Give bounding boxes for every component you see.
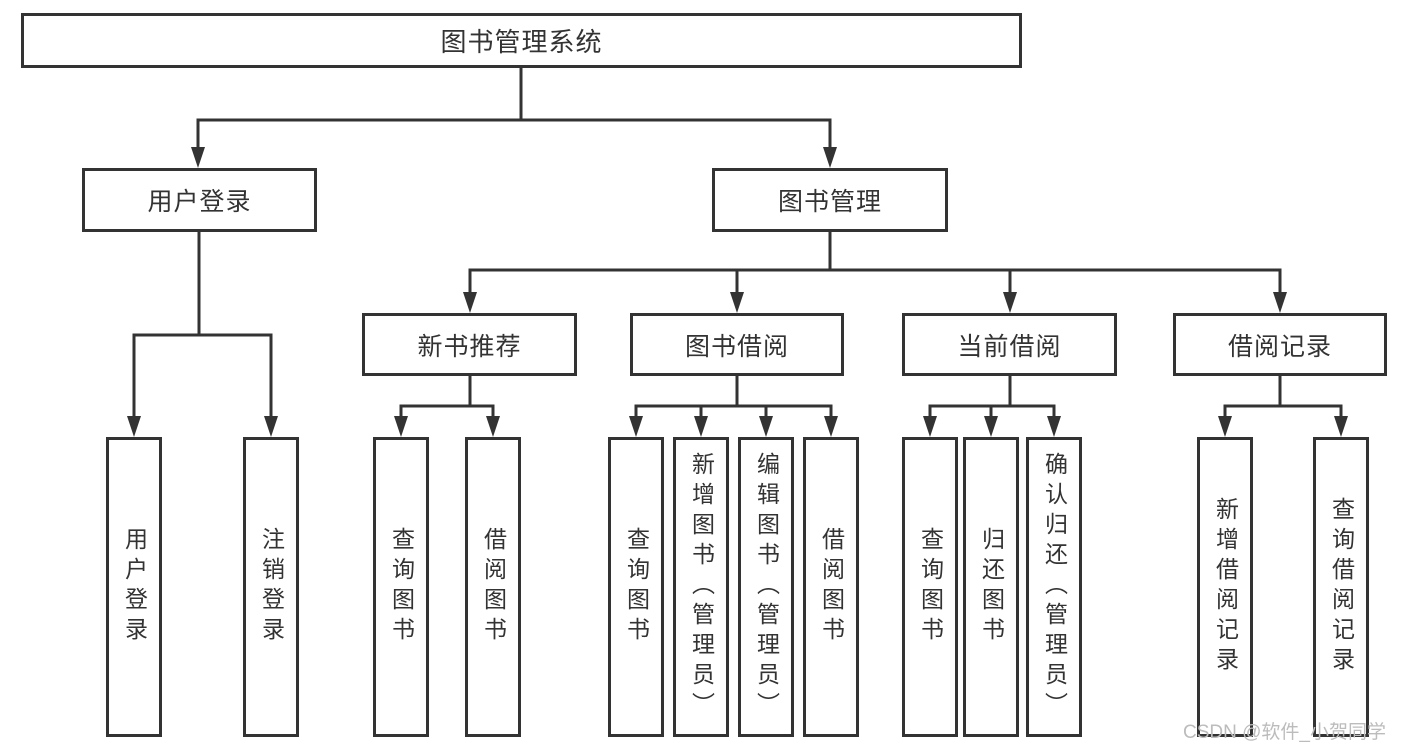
node-root: 图书管理系统	[21, 13, 1022, 68]
leaf-query-books-borrow-label: 查询图书	[623, 527, 650, 647]
leaf-confirm-return-admin: 确认归还（管理员）	[1026, 437, 1082, 737]
leaf-edit-book-admin: 编辑图书（管理员）	[738, 437, 794, 737]
leaf-borrow-books-recommend-label: 借阅图书	[480, 527, 507, 647]
node-book-borrowing-label: 图书借阅	[684, 332, 789, 361]
leaf-query-books-recommend: 查询图书	[373, 437, 429, 737]
node-book-management: 图书管理	[712, 168, 948, 232]
leaf-query-books-current: 查询图书	[902, 437, 958, 737]
leaf-logout-label: 注销登录	[258, 527, 285, 647]
leaf-edit-book-admin-label: 编辑图书（管理员）	[753, 452, 780, 722]
arrowheads	[127, 147, 1348, 437]
leaf-logout: 注销登录	[243, 437, 299, 737]
node-user-login: 用户登录	[82, 168, 317, 232]
leaf-query-borrow-record-label: 查询借阅记录	[1328, 497, 1355, 677]
node-new-book-recommendation: 新书推荐	[362, 313, 577, 376]
node-user-login-label: 用户登录	[147, 188, 252, 216]
node-book-borrowing: 图书借阅	[630, 313, 844, 376]
leaf-return-books-label: 归还图书	[978, 527, 1005, 647]
node-current-borrowing-label: 当前借阅	[957, 332, 1062, 361]
leaf-query-books-current-label: 查询图书	[917, 527, 944, 647]
node-borrowing-records: 借阅记录	[1173, 313, 1387, 376]
leaf-user-login-label: 用户登录	[121, 527, 148, 647]
leaf-add-borrow-record: 新增借阅记录	[1197, 437, 1253, 737]
leaf-borrow-books-label: 借阅图书	[818, 527, 845, 647]
node-borrowing-records-label: 借阅记录	[1227, 332, 1332, 361]
watermark: CSDN @软件_小贺同学	[1183, 722, 1386, 743]
leaf-return-books: 归还图书	[963, 437, 1019, 737]
node-new-book-recommendation-label: 新书推荐	[417, 332, 522, 361]
leaf-add-book-admin-label: 新增图书（管理员）	[688, 452, 715, 722]
leaf-borrow-books-recommend: 借阅图书	[465, 437, 521, 737]
leaf-borrow-books: 借阅图书	[803, 437, 859, 737]
leaf-user-login: 用户登录	[106, 437, 162, 737]
leaf-query-borrow-record: 查询借阅记录	[1313, 437, 1369, 737]
leaf-query-books-borrow: 查询图书	[608, 437, 664, 737]
leaf-add-borrow-record-label: 新增借阅记录	[1212, 497, 1239, 677]
node-current-borrowing: 当前借阅	[902, 313, 1117, 376]
leaf-add-book-admin: 新增图书（管理员）	[673, 437, 729, 737]
node-book-management-label: 图书管理	[777, 188, 882, 216]
leaf-confirm-return-admin-label: 确认归还（管理员）	[1041, 452, 1068, 722]
leaf-query-books-recommend-label: 查询图书	[388, 527, 415, 647]
node-root-label: 图书管理系统	[440, 27, 603, 57]
